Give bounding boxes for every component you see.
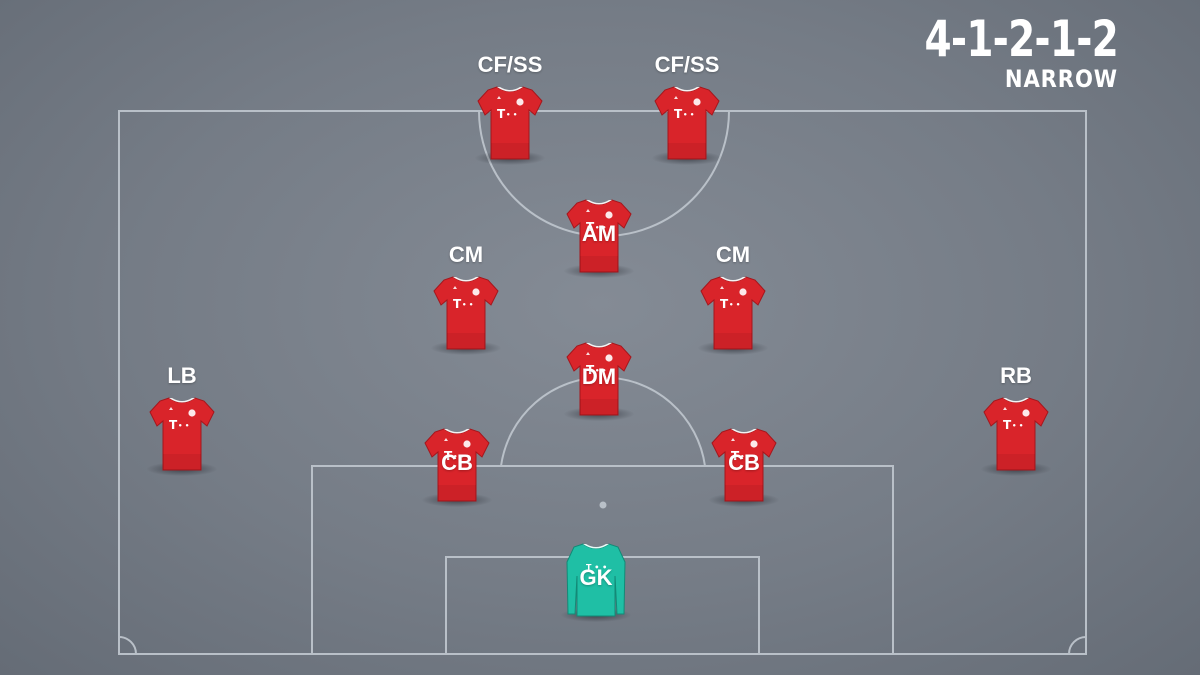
player-dm[interactable]: T • • DM (544, 309, 654, 439)
player-gk[interactable]: T • • GK (541, 510, 651, 640)
svg-text:• •: • • (740, 453, 751, 461)
jersey-icon: T • • (424, 428, 490, 502)
position-label: DM (581, 364, 617, 389)
svg-text:T: T (453, 297, 462, 311)
jersey-icon: T • • (654, 86, 720, 160)
svg-text:T: T (731, 449, 740, 463)
formation-variant: NARROW (1004, 65, 1118, 93)
player-cm-left[interactable]: T • • CM (411, 243, 521, 373)
player-rb[interactable]: T • • RB (961, 364, 1071, 494)
svg-text:• •: • • (595, 224, 606, 232)
player-cb-left[interactable]: T • • CB (402, 395, 512, 525)
jersey-icon: T • • (566, 199, 632, 273)
svg-text:T: T (169, 418, 178, 432)
position-label: CF/SS (477, 52, 543, 77)
position-label: CM (448, 242, 484, 267)
position-label: CB (441, 450, 473, 475)
svg-text:T: T (586, 220, 595, 234)
player-am[interactable]: T • • AM (544, 166, 654, 296)
svg-text:T: T (497, 107, 506, 121)
svg-text:• •: • • (729, 301, 740, 309)
position-label: CF/SS (654, 52, 720, 77)
svg-text:T: T (444, 449, 453, 463)
svg-text:T: T (674, 107, 683, 121)
player-cf-ss-right[interactable]: T • • CF/SS (632, 53, 742, 183)
player-cf-ss-left[interactable]: T • • CF/SS (455, 53, 565, 183)
svg-text:• •: • • (178, 422, 189, 430)
player-cm-right[interactable]: T • • CM (678, 243, 788, 373)
svg-text:• •: • • (1012, 422, 1023, 430)
jersey-icon: T • • (700, 276, 766, 350)
formation-title: 4-1-2-1-2 (924, 10, 1119, 68)
svg-text:• •: • • (683, 111, 694, 119)
corner-arc-right (1068, 636, 1087, 655)
svg-text:T • •: T • • (586, 563, 607, 572)
player-lb[interactable]: T • • LB (127, 364, 237, 494)
svg-text:T: T (1003, 418, 1012, 432)
corner-arc-left (118, 636, 137, 655)
jersey-icon: T • • (433, 276, 499, 350)
penalty-spot (599, 501, 607, 509)
formation-header: 4-1-2-1-2 NARROW (870, 10, 1119, 93)
svg-text:• •: • • (595, 367, 606, 375)
svg-text:T: T (586, 363, 595, 377)
svg-text:• •: • • (462, 301, 473, 309)
jersey-icon: T • • (983, 397, 1049, 471)
position-label: RB (1000, 363, 1032, 388)
jersey-icon: T • • (477, 86, 543, 160)
position-label: CM (715, 242, 751, 267)
position-label: AM (581, 221, 617, 246)
svg-text:• •: • • (453, 453, 464, 461)
goalkeeper-jersey-icon: T • • (566, 543, 626, 617)
svg-text:T: T (720, 297, 729, 311)
position-label: GK (579, 565, 613, 590)
position-label: CB (728, 450, 760, 475)
player-cb-right[interactable]: T • • CB (689, 395, 799, 525)
jersey-icon: T • • (149, 397, 215, 471)
svg-text:• •: • • (506, 111, 517, 119)
position-label: LB (167, 363, 197, 388)
jersey-icon: T • • (566, 342, 632, 416)
jersey-icon: T • • (711, 428, 777, 502)
